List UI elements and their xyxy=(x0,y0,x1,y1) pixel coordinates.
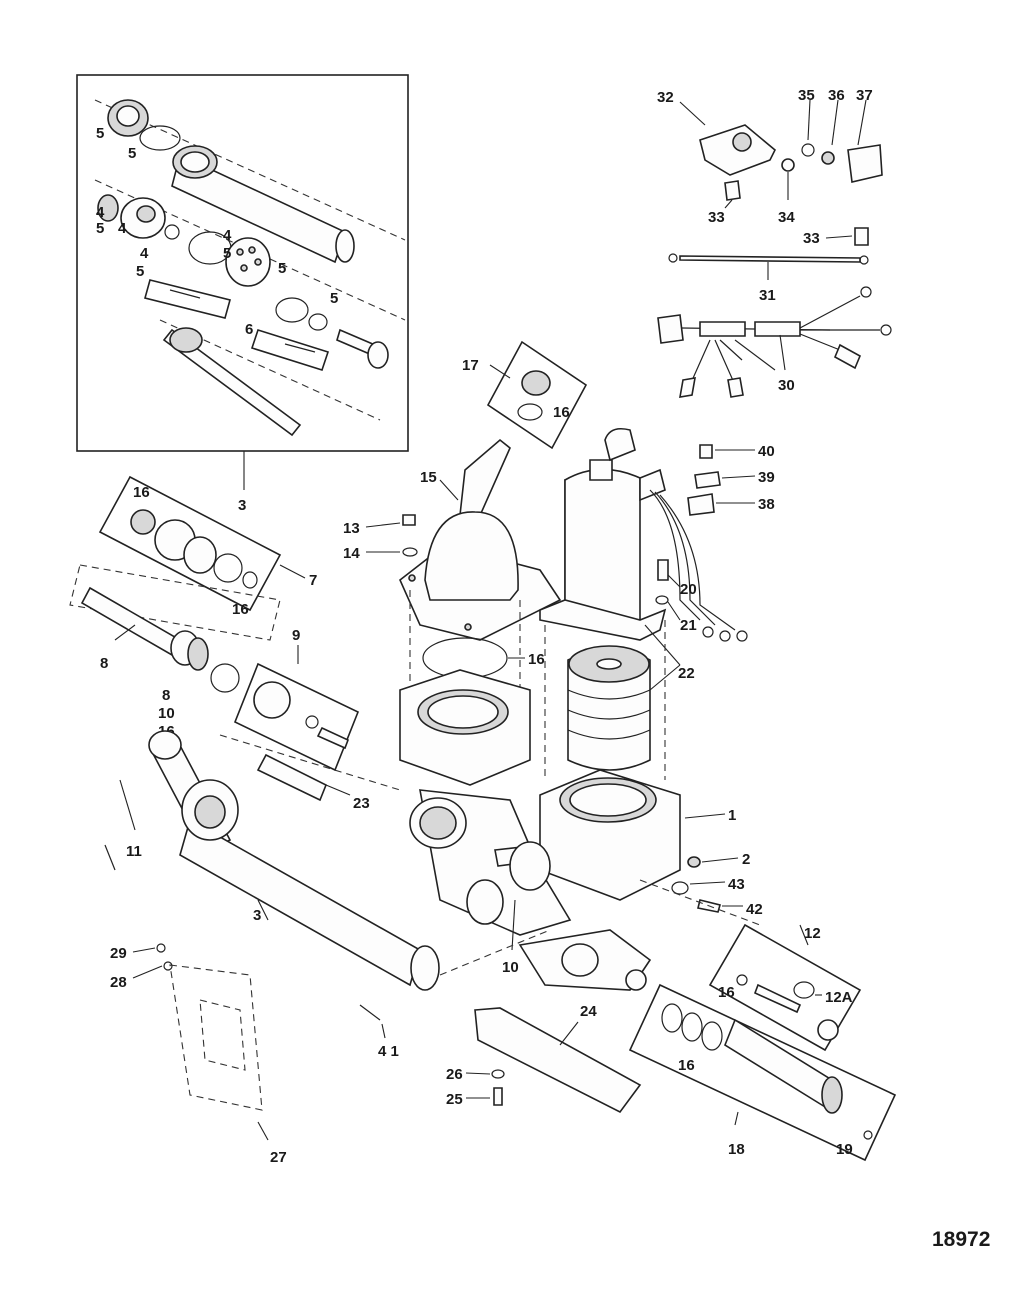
callout-16: 16 xyxy=(232,601,249,618)
callout-9: 9 xyxy=(292,627,300,644)
wiring-harness: 30 xyxy=(657,286,892,398)
piston xyxy=(120,197,166,239)
callout-12a: 12A xyxy=(825,989,853,1006)
callout-32: 32 xyxy=(657,89,674,106)
main-trim-cylinder: 11 23 3 xyxy=(104,730,440,991)
callout-8: 8 xyxy=(162,687,170,704)
callout-12: 12 xyxy=(804,925,821,942)
callout-31: 31 xyxy=(759,287,776,304)
callout-17: 17 xyxy=(462,357,479,374)
callout-15: 15 xyxy=(420,469,437,486)
rod xyxy=(256,753,328,802)
callout-29: 29 xyxy=(110,945,127,962)
callout-5: 5 xyxy=(128,145,136,162)
spool-valve: 8 8 10 16 xyxy=(69,564,281,740)
valve-body xyxy=(225,237,271,287)
callout-18: 18 xyxy=(728,1141,745,1158)
callout-27: 27 xyxy=(270,1149,287,1166)
washer xyxy=(308,313,328,331)
o-ring xyxy=(139,125,181,151)
callout-1: 1 xyxy=(728,807,736,824)
callout-14: 14 xyxy=(343,545,360,562)
callout-22: 22 xyxy=(678,665,695,682)
kit-9-panel: 9 xyxy=(233,627,360,772)
seal xyxy=(97,194,119,222)
callout-20: 20 xyxy=(680,581,697,598)
mounting-block: 24 26 25 xyxy=(446,1003,642,1114)
callout-24: 24 xyxy=(580,1003,597,1020)
callout-10: 10 xyxy=(158,705,175,722)
cylinder-cap xyxy=(107,99,149,137)
kit-card xyxy=(144,279,231,319)
callout-11: 11 xyxy=(126,843,142,860)
callout-8: 8 xyxy=(100,655,108,672)
callout-5: 5 xyxy=(136,263,144,280)
callout-7: 7 xyxy=(309,572,317,589)
callout-16: 16 xyxy=(133,484,150,501)
reservoir: 15 13 14 16 xyxy=(343,438,562,679)
callout-19: 19 xyxy=(836,1141,853,1158)
kit-17-panel: 17 16 xyxy=(462,340,588,450)
callout-30: 30 xyxy=(778,377,795,394)
callout-38: 38 xyxy=(758,496,775,513)
callout-16: 16 xyxy=(553,404,570,421)
drawing-number: 18972 xyxy=(932,1228,991,1251)
callout-10: 10 xyxy=(502,959,519,976)
callout-16: 16 xyxy=(528,651,545,668)
cylinder-tube xyxy=(171,145,355,264)
callout-28: 28 xyxy=(110,974,127,991)
pump-assembly: 22 xyxy=(567,624,695,771)
callout-16: 16 xyxy=(718,984,735,1001)
piston-rod xyxy=(162,327,302,437)
relay-assembly: 32 35 36 37 33 34 33 xyxy=(657,87,883,247)
callout-25: 25 xyxy=(446,1091,463,1108)
battery-cable: 31 xyxy=(668,253,869,304)
callout-13: 13 xyxy=(343,520,360,537)
o-ring xyxy=(275,297,309,323)
callout-5: 5 xyxy=(96,125,104,142)
callout-33: 33 xyxy=(803,230,820,247)
trim-motor: 40 39 38 20 21 xyxy=(539,427,775,642)
callout-39: 39 xyxy=(758,469,775,486)
callout-21: 21 xyxy=(680,617,697,634)
callout-16: 16 xyxy=(678,1057,695,1074)
callout-37: 37 xyxy=(856,87,873,104)
callout-5: 5 xyxy=(223,245,231,262)
callout-42: 42 xyxy=(746,901,763,918)
small-ring xyxy=(164,224,180,240)
mounting-bracket: 29 28 27 xyxy=(110,943,287,1166)
kit-12-panel: 12 12A 16 xyxy=(708,923,862,1052)
kit-7-panel: 16 7 16 xyxy=(98,475,317,618)
callout-4: 4 xyxy=(118,220,127,237)
callout-5: 5 xyxy=(96,220,104,237)
kit-18-panel: 16 18 19 xyxy=(628,983,897,1162)
callout-2: 2 xyxy=(742,851,750,868)
callout-5: 5 xyxy=(330,290,338,307)
callout-6: 6 xyxy=(245,321,253,338)
callout-4: 4 xyxy=(223,227,232,244)
callout-4: 4 xyxy=(140,245,149,262)
pump-housing: 1 2 43 42 10 xyxy=(399,590,763,991)
callout-34: 34 xyxy=(778,209,795,226)
callout-5: 5 xyxy=(278,260,286,277)
pin xyxy=(359,1004,381,1021)
kit-card xyxy=(250,329,330,371)
callout-35: 35 xyxy=(798,87,815,104)
callout-23: 23 xyxy=(353,795,370,812)
callout-26: 26 xyxy=(446,1066,463,1083)
callout-40: 40 xyxy=(758,443,775,460)
callout-41: 4 1 xyxy=(378,1043,399,1060)
valve-screw xyxy=(336,328,389,369)
callout-4: 4 xyxy=(96,204,105,221)
callout-33: 33 xyxy=(708,209,725,226)
cylinder-breakdown-inset: 5 5 4 5 4 4 5 4 5 5 5 6 xyxy=(76,74,409,452)
callout-3: 3 xyxy=(238,497,246,514)
callout-43: 43 xyxy=(728,876,745,893)
callout-3: 3 xyxy=(253,907,261,924)
callout-36: 36 xyxy=(828,87,845,104)
